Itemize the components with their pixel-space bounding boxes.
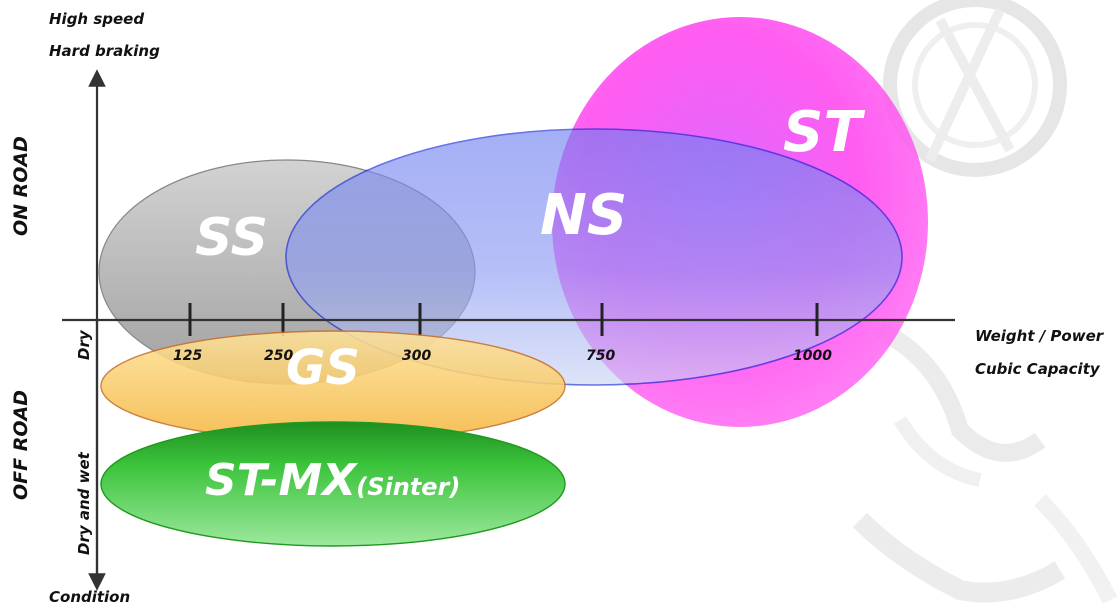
stmx-label: ST-MX(Sinter) xyxy=(205,455,460,506)
on-road-label: ON ROAD xyxy=(10,136,32,236)
stmx-region xyxy=(100,421,566,547)
off-road-label: OFF ROAD xyxy=(10,390,32,500)
gs-label: GS xyxy=(286,340,360,396)
ns-label: NS xyxy=(540,183,628,248)
background-motorcycle-decoration xyxy=(852,0,1118,604)
dry-and-wet-label: Dry and wet xyxy=(75,452,93,555)
tick-label-750: 750 xyxy=(586,348,616,364)
ss-label: SS xyxy=(195,208,269,268)
x-axis-label-line2: Cubic Capacity xyxy=(975,360,1100,378)
tick-label-250: 250 xyxy=(264,348,294,364)
x-axis-label-line1: Weight / Power xyxy=(975,327,1104,345)
tick-label-300: 300 xyxy=(402,348,432,364)
dry-label: Dry xyxy=(75,330,93,360)
x-axis-ticks xyxy=(188,303,819,336)
stmx-sub-label: (Sinter) xyxy=(356,473,461,501)
y-axis-top-label-line1: High speed xyxy=(49,10,145,28)
st-label: ST xyxy=(783,100,862,165)
y-axis-top-label-line2: Hard braking xyxy=(49,42,160,60)
stmx-main-label: ST-MX xyxy=(205,455,357,506)
tick-label-125: 125 xyxy=(173,348,203,364)
tick-label-1000: 1000 xyxy=(793,348,832,364)
y-axis-bottom-label: Condition xyxy=(49,588,131,606)
